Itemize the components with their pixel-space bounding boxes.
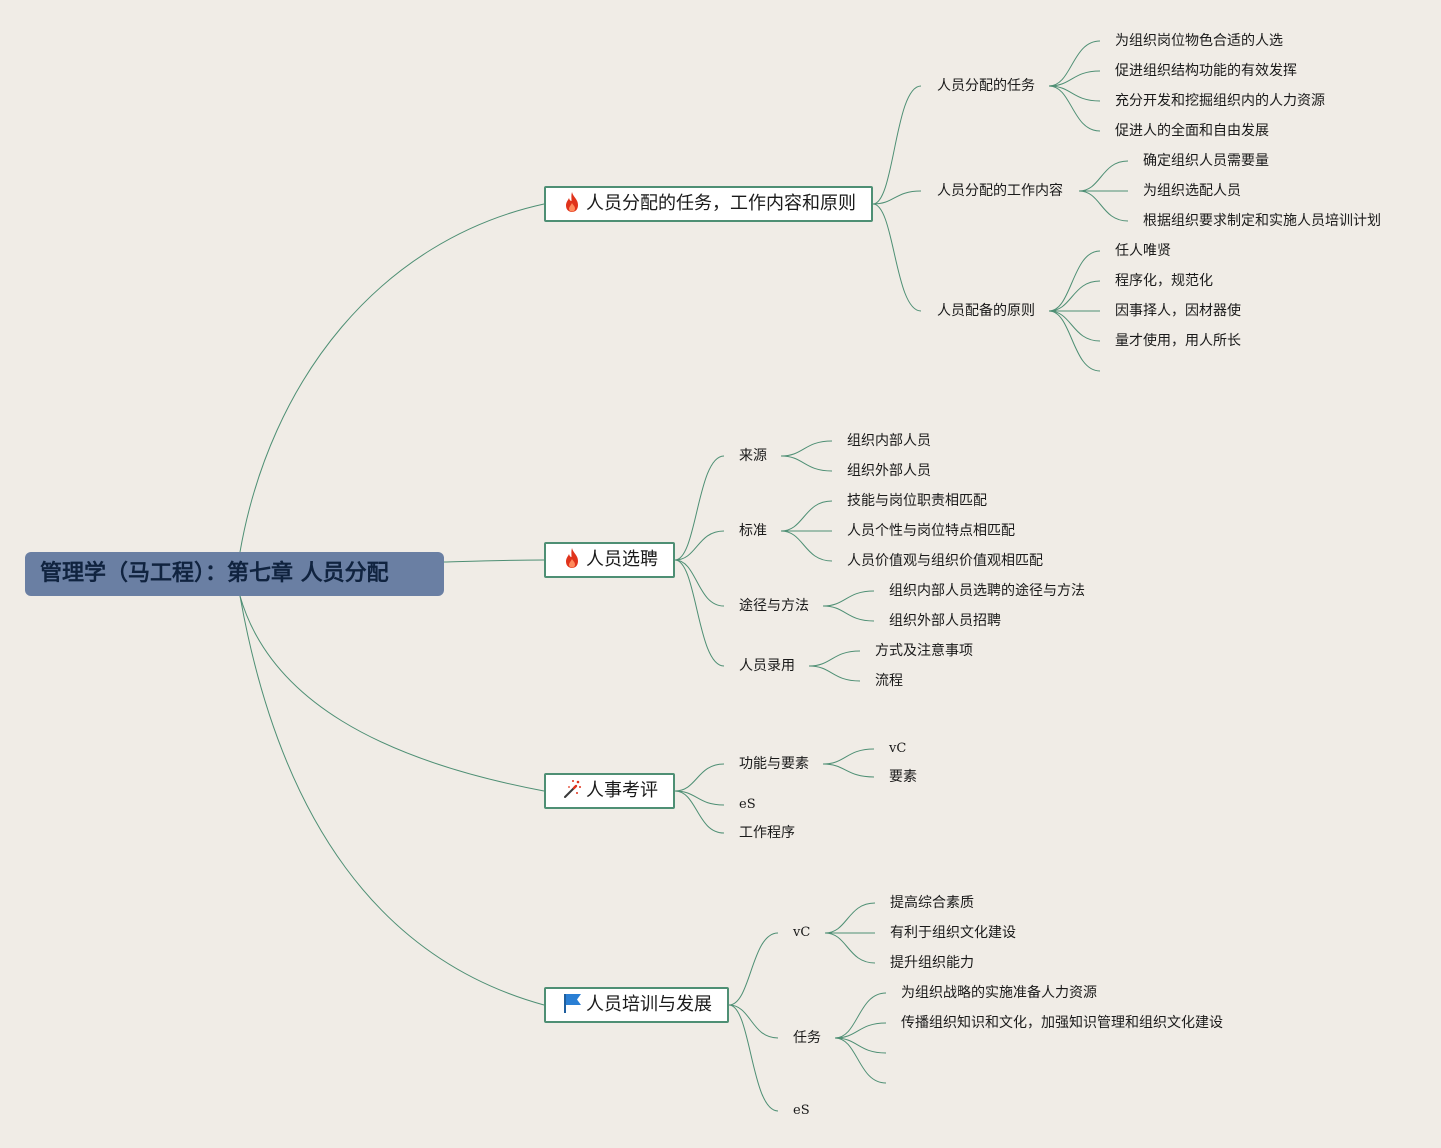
leaf-item[interactable]: 方式及注意事项 xyxy=(875,643,973,659)
leaf-item[interactable]: 任人唯贤 xyxy=(1115,243,1171,259)
branch-topic-staffing-tasks[interactable]: 人员分配的任务，工作内容和原则 xyxy=(544,186,873,222)
subtopic-es[interactable]: eS xyxy=(793,1103,810,1118)
connector-line xyxy=(1048,310,1101,372)
leaf-item[interactable]: 人员价值观与组织价值观相匹配 xyxy=(847,553,1043,569)
connector-line xyxy=(674,790,725,834)
connector-line xyxy=(728,932,779,1006)
branch-label: 人员选聘 xyxy=(586,549,658,570)
branch-topic-recruitment[interactable]: 人员选聘 xyxy=(544,542,675,578)
leaf-item[interactable]: 技能与岗位职责相匹配 xyxy=(847,493,987,509)
connector-line xyxy=(1048,85,1101,132)
branch-topic-appraisal[interactable]: 人事考评 xyxy=(544,773,675,809)
connector-line xyxy=(824,902,876,934)
leaf-item[interactable]: 人员个性与岗位特点相匹配 xyxy=(847,523,1015,539)
leaf-item[interactable]: 充分开发和挖掘组织内的人力资源 xyxy=(1115,93,1325,109)
connector-line xyxy=(824,932,876,964)
connector-line xyxy=(1048,85,1101,102)
leaf-item[interactable]: 为组织战略的实施准备人力资源 xyxy=(901,985,1097,1001)
connector-line xyxy=(834,1037,887,1054)
connector-line xyxy=(728,1004,779,1112)
leaf-item[interactable]: 组织内部人员选聘的途径与方法 xyxy=(889,583,1085,599)
connector-line xyxy=(834,992,887,1039)
connector-line xyxy=(674,763,725,792)
connector-line xyxy=(1048,310,1101,342)
connector-line xyxy=(822,763,875,778)
connector-line xyxy=(872,190,922,205)
flag-icon xyxy=(562,992,582,1014)
connector-line xyxy=(1048,250,1101,312)
leaf-item[interactable]: 有利于组织文化建设 xyxy=(890,925,1016,941)
subtopic-source[interactable]: 来源 xyxy=(739,448,767,464)
subtopic-functions-elements[interactable]: 功能与要素 xyxy=(739,756,809,772)
connector-line xyxy=(239,203,545,553)
leaf-item[interactable]: 量才使用，用人所长 xyxy=(1115,333,1241,349)
subtopic-channels-methods[interactable]: 途径与方法 xyxy=(739,598,809,614)
subtopic-staffing-work-content[interactable]: 人员分配的工作内容 xyxy=(937,183,1063,199)
connector-line xyxy=(239,595,545,1006)
connector-line xyxy=(1048,280,1101,312)
subtopic-staffing-tasks[interactable]: 人员分配的任务 xyxy=(937,78,1035,94)
leaf-item[interactable]: 传播组织知识和文化，加强知识管理和组织文化建设 xyxy=(901,1015,1223,1031)
fire-icon xyxy=(562,547,582,569)
leaf-item[interactable]: 要素 xyxy=(889,769,917,785)
subtopic-criteria[interactable]: 标准 xyxy=(739,523,767,539)
leaf-item[interactable]: 程序化，规范化 xyxy=(1115,273,1213,289)
connector-line xyxy=(674,559,725,607)
connector-line xyxy=(443,559,545,563)
leaf-item[interactable]: 组织外部人员 xyxy=(847,463,931,479)
connector-line xyxy=(808,665,861,682)
connector-line xyxy=(808,650,861,667)
connector-line xyxy=(1078,160,1129,192)
connector-line xyxy=(822,605,875,622)
connector-line xyxy=(834,1037,887,1084)
connector-line xyxy=(780,455,833,472)
leaf-item[interactable]: 为组织岗位物色合适的人选 xyxy=(1115,33,1283,49)
connector-line xyxy=(780,530,833,562)
root-topic-title: 管理学（马工程）：第七章 人员分配 xyxy=(40,561,389,586)
leaf-item[interactable]: 为组织选配人员 xyxy=(1143,183,1241,199)
branch-label: 人事考评 xyxy=(586,780,658,801)
subtopic-es[interactable]: eS xyxy=(739,797,756,812)
connector-line xyxy=(822,748,875,765)
connector-line xyxy=(239,595,545,792)
connector-line xyxy=(780,440,833,457)
leaf-item[interactable]: vC xyxy=(889,741,907,756)
leaf-item[interactable]: 组织外部人员招聘 xyxy=(889,613,1001,629)
leaf-item[interactable]: 流程 xyxy=(875,673,903,689)
connector-line xyxy=(834,1022,887,1039)
leaf-item[interactable]: 确定组织人员需要量 xyxy=(1143,153,1269,169)
leaf-item[interactable]: 促进组织结构功能的有效发挥 xyxy=(1115,63,1297,79)
root-topic[interactable]: 管理学（马工程）：第七章 人员分配 xyxy=(25,552,444,596)
leaf-item[interactable]: 促进人的全面和自由发展 xyxy=(1115,123,1269,139)
connector-line xyxy=(1048,40,1101,87)
connector-line xyxy=(674,455,725,561)
connector-line xyxy=(674,559,725,667)
connector-line xyxy=(728,1004,779,1039)
branch-label: 人员分配的任务，工作内容和原则 xyxy=(586,193,856,214)
subtopic-hiring[interactable]: 人员录用 xyxy=(739,658,795,674)
subtopic-work-procedure[interactable]: 工作程序 xyxy=(739,825,795,841)
subtopic-vc[interactable]: vC xyxy=(793,925,811,940)
fire-icon xyxy=(562,191,582,213)
connector-line xyxy=(674,530,725,561)
branch-topic-training[interactable]: 人员培训与发展 xyxy=(544,987,729,1023)
connector-line xyxy=(1048,70,1101,87)
connector-line xyxy=(872,85,922,205)
leaf-item[interactable]: 根据组织要求制定和实施人员培训计划 xyxy=(1143,213,1381,229)
leaf-item[interactable]: 因事择人，因材器使 xyxy=(1115,303,1241,319)
connector-line xyxy=(780,500,833,532)
subtopic-tasks[interactable]: 任务 xyxy=(793,1030,821,1046)
branch-label: 人员培训与发展 xyxy=(586,994,712,1015)
magic-wand-icon xyxy=(562,778,582,800)
leaf-item[interactable]: 提升组织能力 xyxy=(890,955,974,971)
connector-line xyxy=(872,203,922,312)
leaf-item[interactable]: 提高综合素质 xyxy=(890,895,974,911)
connector-line xyxy=(1078,190,1129,222)
connector-line xyxy=(822,590,875,607)
leaf-item[interactable]: 组织内部人员 xyxy=(847,433,931,449)
subtopic-staffing-principles[interactable]: 人员配备的原则 xyxy=(937,303,1035,319)
